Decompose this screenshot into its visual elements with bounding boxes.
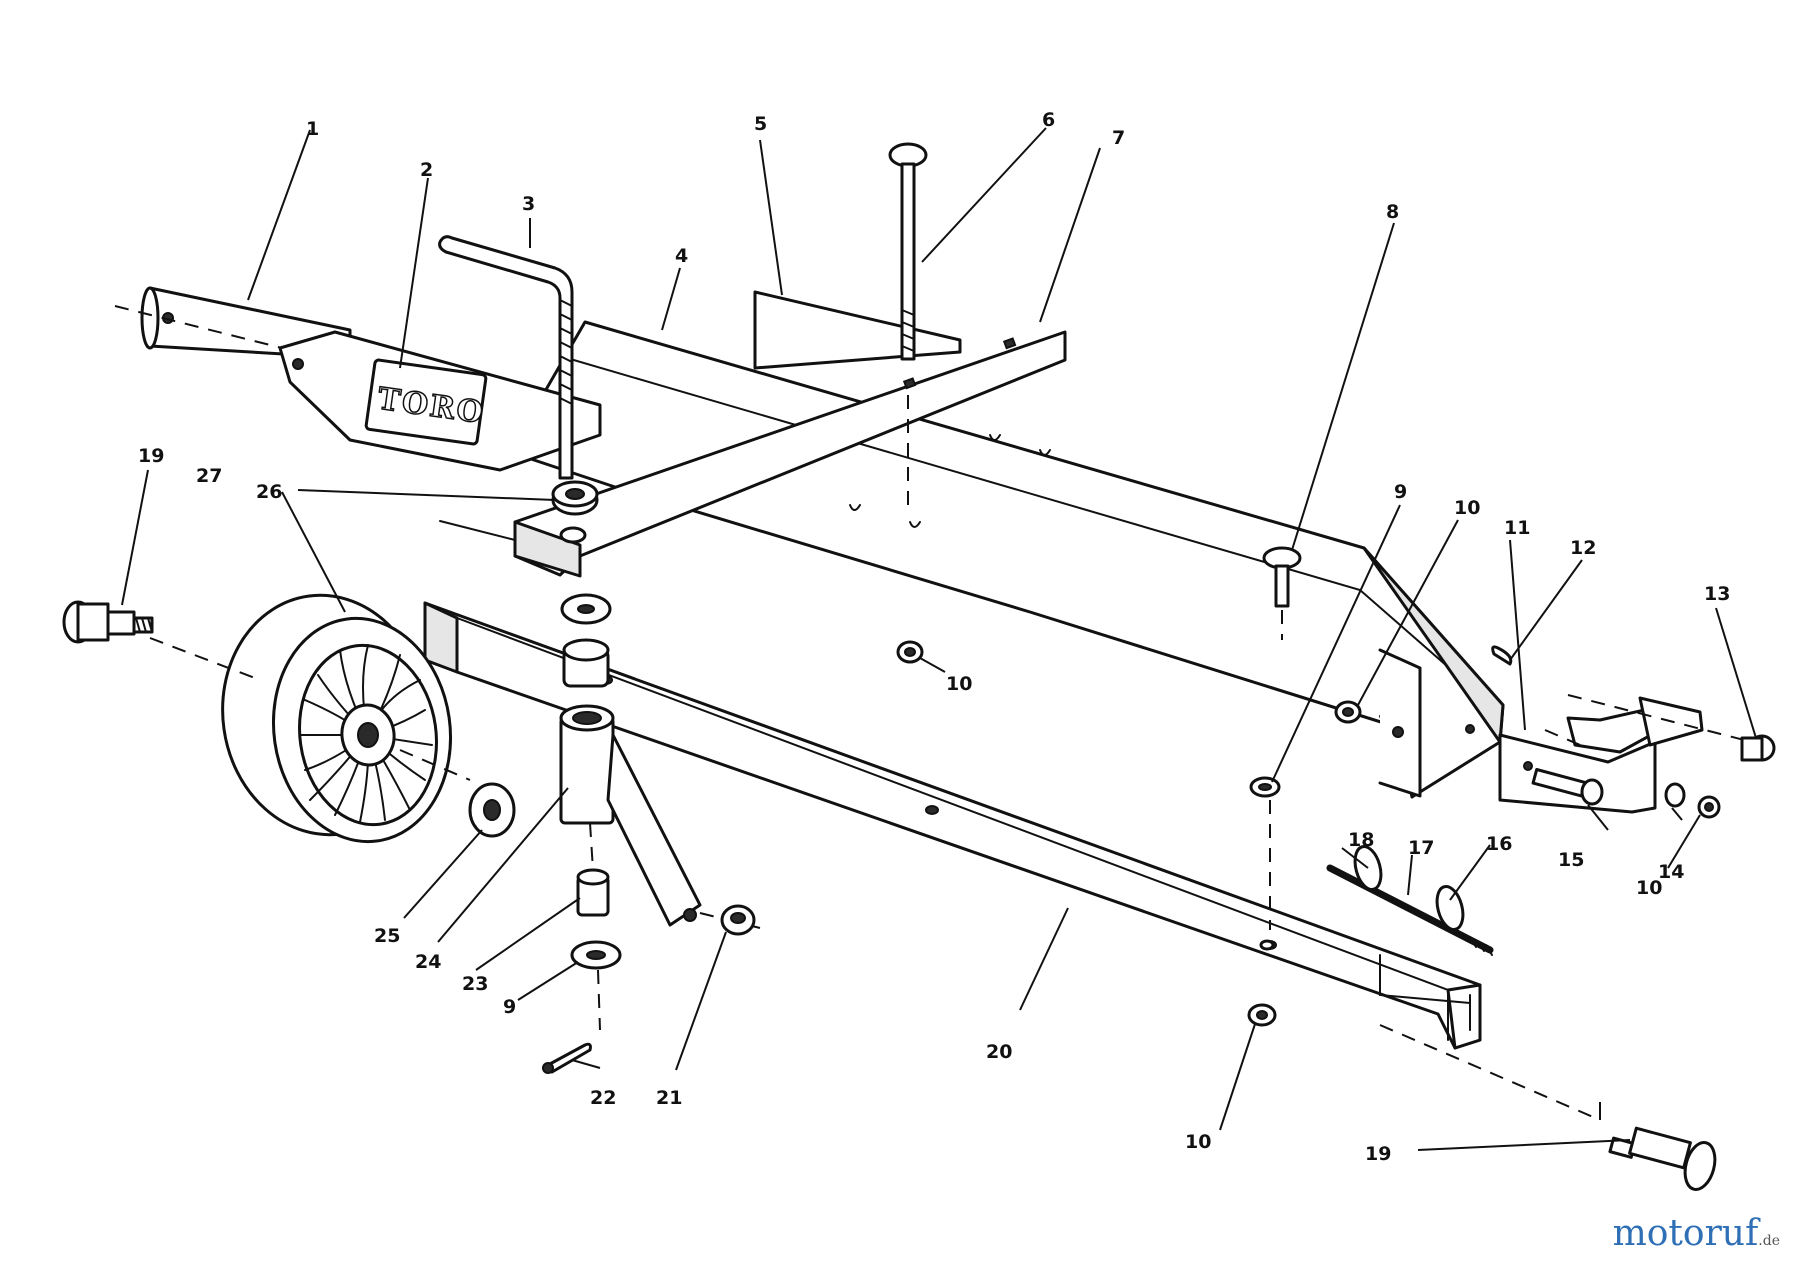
lock-nut-21 xyxy=(720,904,756,936)
callout-5: 5 xyxy=(754,113,767,135)
callout-12: 12 xyxy=(1570,537,1596,559)
callout-4: 4 xyxy=(675,245,688,267)
callout-22: 22 xyxy=(590,1087,616,1109)
callout-13: 13 xyxy=(1704,583,1730,605)
callout-11: 11 xyxy=(1504,517,1530,539)
carriage-bolt-8 xyxy=(1262,546,1302,640)
shaft-assembly xyxy=(1326,845,1494,1031)
shoulder-bolt-left xyxy=(62,600,154,644)
callout-20: 20 xyxy=(986,1041,1012,1063)
side-bracket-assembly xyxy=(1491,645,1776,814)
callout-19-b: 19 xyxy=(1365,1143,1391,1165)
callout-2: 2 xyxy=(420,159,433,181)
callout-6: 6 xyxy=(1042,109,1055,131)
callout-8: 8 xyxy=(1386,201,1399,223)
callout-26: 26 xyxy=(256,481,282,503)
callout-18: 18 xyxy=(1348,829,1374,851)
nut-26 xyxy=(551,480,599,544)
wheel-bracket xyxy=(559,704,761,929)
callout-9-b: 9 xyxy=(503,996,516,1018)
callout-10-d: 10 xyxy=(1185,1131,1211,1153)
callout-10-b: 10 xyxy=(946,673,972,695)
callout-21: 21 xyxy=(656,1087,682,1109)
leader-lines xyxy=(121,127,1757,1151)
callout-16: 16 xyxy=(1486,833,1512,855)
callout-1: 1 xyxy=(306,118,319,140)
adjusting-screw xyxy=(438,235,574,480)
washer-25 xyxy=(468,782,516,838)
carriage-bolt-long xyxy=(888,142,928,510)
callout-24: 24 xyxy=(415,951,441,973)
cross-bar xyxy=(439,330,1067,578)
watermark-tld: .de xyxy=(1758,1233,1780,1249)
callout-17: 17 xyxy=(1408,837,1434,859)
axle-channel xyxy=(423,601,1482,1050)
hardware-nuts xyxy=(896,640,1721,1027)
hitch-bracket: TORO xyxy=(278,330,602,472)
plate xyxy=(753,290,962,370)
callout-10-c: 10 xyxy=(1636,877,1662,899)
watermark-name: motoruf xyxy=(1612,1213,1759,1254)
callout-25: 25 xyxy=(374,925,400,947)
watermark-logo: motoruf.de xyxy=(1613,1213,1780,1254)
callout-7: 7 xyxy=(1112,127,1125,149)
callout-10-a: 10 xyxy=(1454,497,1480,519)
callout-23: 23 xyxy=(462,973,488,995)
stem-hardware xyxy=(560,593,622,1031)
callout-14: 14 xyxy=(1658,861,1684,883)
wheel xyxy=(149,593,471,844)
callout-19-a: 19 xyxy=(138,445,164,467)
tow-bar xyxy=(114,286,352,360)
cotter-pin-22 xyxy=(542,1042,592,1074)
shoulder-bolt-right xyxy=(1379,1024,1717,1191)
callout-15: 15 xyxy=(1558,849,1584,871)
callout-27: 27 xyxy=(196,465,222,487)
callout-3: 3 xyxy=(522,193,535,215)
callout-9: 9 xyxy=(1394,481,1407,503)
callout-labels: 1 2 3 4 5 6 7 8 9 10 11 12 13 14 15 16 1… xyxy=(138,109,1730,1165)
